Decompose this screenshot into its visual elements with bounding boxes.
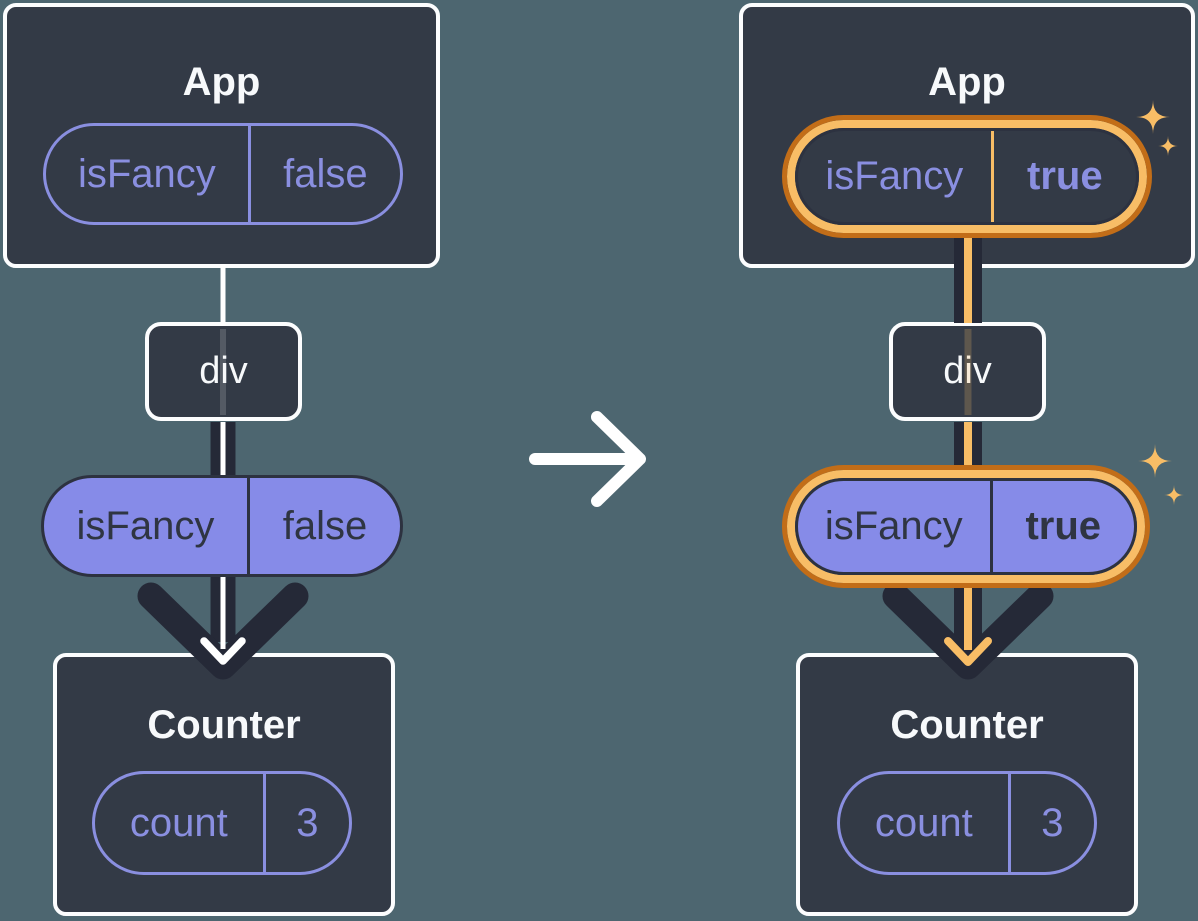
counter-title: Counter — [890, 703, 1044, 747]
prop-name-label: isFancy — [824, 504, 963, 548]
prop-pill-before: isFancy false — [41, 475, 403, 577]
transition-arrow-icon — [529, 411, 646, 507]
sparkle-icon — [1164, 485, 1184, 505]
app-title: App — [928, 60, 1006, 104]
state-value-label: 3 — [262, 774, 349, 872]
app-state-pill-highlight-ring: isFancy true — [782, 115, 1152, 238]
prop-pill-after: isFancy true — [795, 478, 1137, 575]
state-name-label: count — [874, 800, 973, 845]
state-name-label: isFancy — [77, 151, 216, 196]
transition-arrow-head — [591, 411, 646, 507]
app-state-pill-before: isFancy false — [43, 123, 403, 225]
div-card-after: div — [889, 322, 1046, 421]
counter-title: Counter — [147, 703, 301, 747]
app-state-pill-after: isFancy true — [795, 128, 1139, 225]
prop-pill-highlight-ring: isFancy true — [782, 465, 1150, 588]
state-value-label: false — [247, 126, 400, 222]
div-title: div — [199, 350, 248, 392]
counter-state-pill-before: count 3 — [92, 771, 352, 875]
prop-name-label: isFancy — [76, 503, 215, 548]
sparkle-icon — [1138, 444, 1172, 478]
state-name-label: count — [129, 800, 228, 845]
div-title: div — [943, 350, 992, 392]
prop-value-label: true — [989, 481, 1134, 572]
prop-value-label: false — [246, 478, 400, 574]
state-name-label: isFancy — [825, 154, 964, 198]
state-value-label: 3 — [1007, 774, 1094, 872]
div-card-before: div — [145, 322, 302, 421]
counter-state-pill-after: count 3 — [837, 771, 1097, 875]
app-title: App — [182, 60, 261, 104]
state-value-label: true — [990, 131, 1136, 222]
